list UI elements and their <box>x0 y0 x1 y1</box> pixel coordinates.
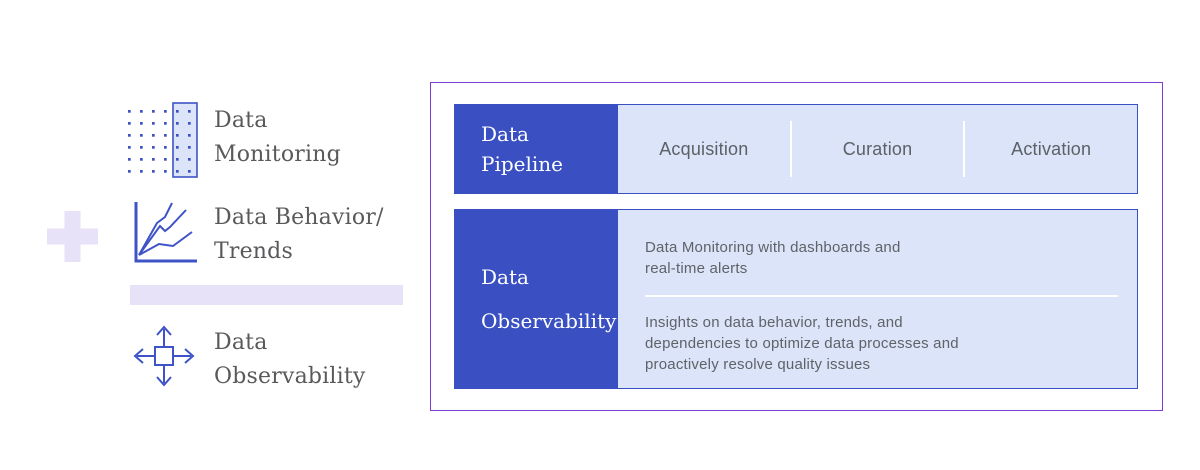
observability-row: Data Observability Data Monitoring with … <box>454 209 1138 389</box>
description-divider <box>645 295 1118 297</box>
pipeline-row: Data Pipeline Acquisition Curation Activ… <box>454 104 1138 194</box>
trend-chart-icon <box>129 197 201 274</box>
observability-description-2: Insights on data behavior, trends, and d… <box>645 314 959 373</box>
stage-separator <box>789 121 792 177</box>
observability-description-1: Data Monitoring with dashboards and real… <box>645 239 901 277</box>
panel: Data Pipeline Acquisition Curation Activ… <box>430 82 1163 411</box>
dot-grid-highlight-icon <box>126 100 200 185</box>
move-arrows-icon <box>128 320 200 397</box>
divider-bar <box>130 285 403 305</box>
stage-curation: Curation <box>842 138 913 159</box>
pipeline-row-header: Data Pipeline <box>455 105 618 193</box>
observability-row-body: Data Monitoring with dashboards and real… <box>618 210 1138 388</box>
stage-activation: Activation <box>1011 138 1092 159</box>
stage-acquisition: Acquisition <box>659 138 749 159</box>
stage-separator <box>963 121 966 177</box>
legend-label-data-observability: Data Observability <box>214 330 366 389</box>
legend-label-data-behavior-trends: Data Behavior/ Trends <box>214 205 384 264</box>
legend-label-data-monitoring: Data Monitoring <box>214 108 341 167</box>
pipeline-stages: Acquisition Curation Activation <box>618 105 1137 193</box>
observability-row-header: Data Observability <box>455 210 618 388</box>
plus-icon <box>47 211 98 262</box>
